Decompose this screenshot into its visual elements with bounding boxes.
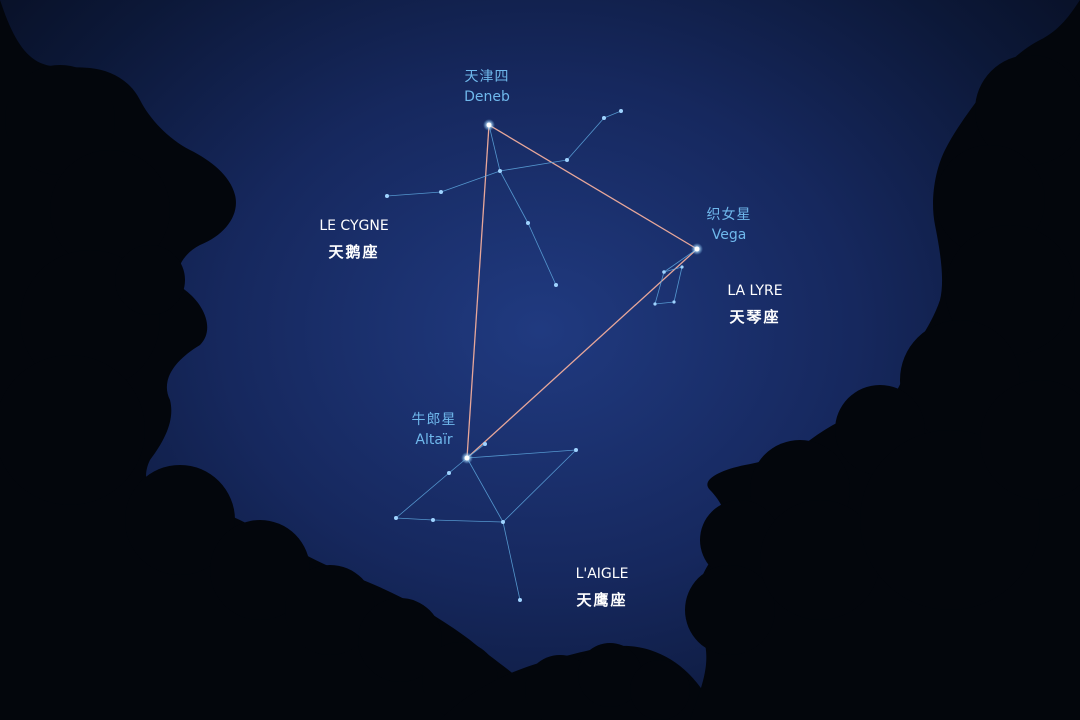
star-icon <box>680 265 684 269</box>
deneb-label-en: Deneb <box>464 89 510 105</box>
triangle-edge-vega-altair <box>466 248 698 459</box>
star-icon <box>662 270 666 274</box>
star-icon <box>394 516 398 520</box>
star-icon <box>602 116 606 120</box>
aquila-lines <box>395 443 577 601</box>
cygnus-label-fr: LE CYGNE <box>319 218 389 234</box>
star-icon <box>526 221 530 225</box>
minor-stars <box>385 109 684 602</box>
star-icon <box>431 518 435 522</box>
vega-label-en: Vega <box>711 227 747 243</box>
altair-label-cn: 牛郎星 <box>411 412 457 428</box>
star-icon <box>565 158 569 162</box>
star-icon <box>447 471 451 475</box>
star-icon <box>498 169 502 173</box>
star-icon <box>385 194 389 198</box>
star-icon <box>554 283 558 287</box>
stars <box>385 109 703 602</box>
star-icon <box>483 442 487 446</box>
aquila-label-fr: L'AIGLE <box>575 566 629 582</box>
lyra-label-cn: 天琴座 <box>729 308 781 326</box>
star-icon <box>461 452 473 464</box>
cygnus-label-cn: 天鹅座 <box>328 243 380 261</box>
star-icon <box>691 243 703 255</box>
lyra-lines <box>654 248 698 305</box>
star-icon <box>574 448 578 452</box>
cygnus-lines <box>386 110 622 286</box>
altair-label-en: Altaïr <box>415 432 453 448</box>
summer-triangle <box>466 124 698 459</box>
aquila-label-cn: 天鹰座 <box>576 591 628 609</box>
star-icon <box>653 302 657 306</box>
star-icon <box>439 190 443 194</box>
triangle-edge-altair-deneb <box>466 124 490 459</box>
star-icon <box>672 300 676 304</box>
star-icon <box>483 119 495 131</box>
vega-label-cn: 织女星 <box>706 207 752 223</box>
triangle-edge-deneb-vega <box>488 124 698 250</box>
deneb-label-cn: 天津四 <box>464 69 510 85</box>
lyra-label-fr: LA LYRE <box>727 283 783 299</box>
star-icon <box>619 109 623 113</box>
star-icon <box>501 520 505 524</box>
star-icon <box>518 598 522 602</box>
